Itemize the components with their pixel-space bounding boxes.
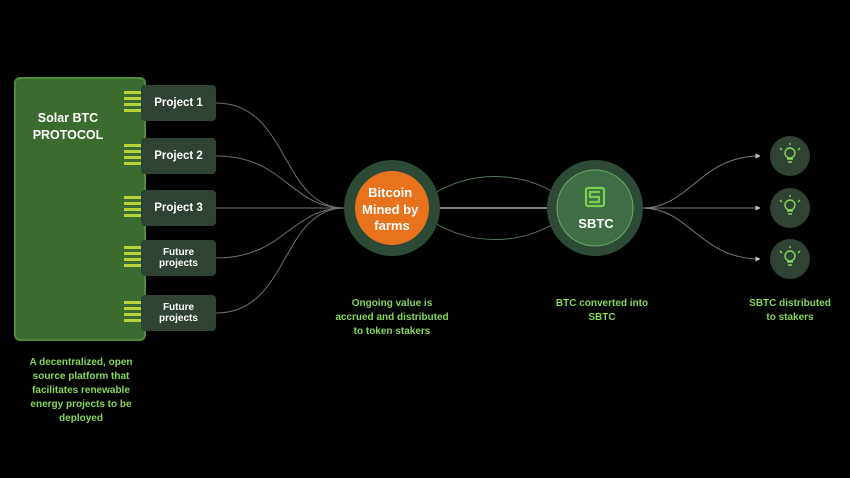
line-future-1 (215, 207, 346, 259)
bitcoin-hub-line3: farms (374, 218, 409, 233)
stakers-caption-line: SBTC distributed (749, 298, 831, 309)
connector-future-1 (124, 246, 141, 270)
bitcoin-caption-line: Ongoing value is (351, 298, 433, 309)
project-3-label: Project 3 (154, 201, 203, 214)
project-box-future-1: Future projects (141, 240, 216, 276)
future-2-line2: projects (159, 313, 198, 324)
staker-3 (770, 239, 810, 279)
future-1-line2: projects (159, 258, 198, 269)
project-box-future-2: Future projects (141, 295, 216, 331)
line-future-2 (215, 207, 346, 314)
sbtc-hub-label: SBTC (578, 216, 614, 231)
future-2-line1: Future (162, 302, 195, 313)
svg-text:Bitcoin Mined by farms: Bitcoin Mined by farms (362, 185, 422, 233)
staker-bulb-icon (779, 195, 801, 215)
staker-bulb-icon (779, 246, 801, 266)
project-2-label: Project 2 (154, 149, 203, 162)
staker-bulb-icon (779, 143, 801, 163)
protocol-caption-line: deployed (59, 413, 103, 424)
line-project-2 (215, 155, 346, 209)
sbtc-caption-line: SBTC (588, 312, 616, 323)
protocol-caption-line: facilitates renewable (32, 385, 130, 396)
bitcoin-hub-line2: Mined by (362, 202, 419, 217)
project-box-3: Project 3 (141, 190, 216, 226)
staker-1 (770, 136, 810, 176)
sbtc-logo-icon (584, 186, 606, 208)
connector-future-2 (124, 301, 141, 325)
bitcoin-caption-line: accrued and distributed (335, 312, 449, 323)
protocol-caption: A decentralized, open source platform th… (14, 356, 148, 426)
arrow-staker-3 (641, 207, 761, 262)
bitcoin-caption: Ongoing value is accrued and distributed… (322, 297, 462, 339)
line-to-sbtc-bottom (429, 219, 561, 240)
connector-project-2 (124, 144, 141, 168)
stakers-caption-line: to stakers (766, 312, 814, 323)
line-project-1 (215, 102, 346, 209)
arrow-staker-1 (641, 153, 761, 209)
project-1-label: Project 1 (154, 96, 203, 109)
sbtc-hub-core (556, 169, 634, 247)
sbtc-caption-line: BTC converted into (555, 298, 649, 309)
bitcoin-hub-core (355, 171, 429, 245)
bitcoin-hub-line1: Bitcoin (368, 185, 412, 200)
sbtc-caption: BTC converted into SBTC (540, 297, 664, 325)
staker-2 (770, 188, 810, 228)
protocol-title-line1: Solar BTC (37, 111, 99, 125)
project-box-2: Project 2 (141, 138, 216, 174)
line-to-sbtc-top (429, 176, 561, 197)
bitcoin-caption-line: to token stakers (353, 326, 431, 337)
protocol-caption-line: energy projects to be (30, 399, 132, 410)
protocol-caption-line: source platform that (32, 371, 130, 382)
protocol-title-line2: PROTOCOL (32, 128, 104, 142)
stakers-caption: SBTC distributed to stakers (730, 297, 850, 325)
project-box-1: Project 1 (141, 85, 216, 121)
protocol-caption-line: A decentralized, open (29, 357, 133, 368)
connector-project-3 (124, 196, 141, 220)
connector-project-1 (124, 91, 141, 115)
future-1-line1: Future (162, 247, 195, 258)
protocol-title: Solar BTC PROTOCOL (20, 110, 116, 144)
